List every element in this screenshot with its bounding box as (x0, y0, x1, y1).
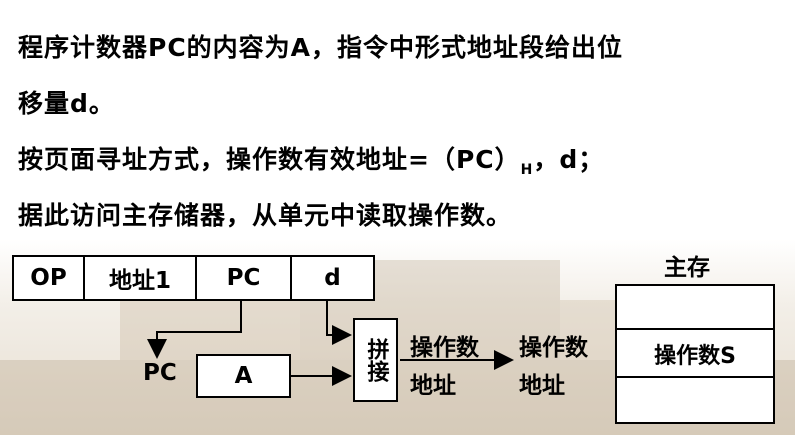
arrow-d-field-to-concat (326, 301, 352, 345)
concat-box: 拼接 (353, 318, 398, 402)
description-line-2: 移量d。 (18, 89, 115, 118)
formula-tail: ，d； (533, 145, 605, 174)
formula-subscript: H (520, 162, 534, 178)
description-line-4: 据此访问主存储器，从单元中读取操作数。 (18, 201, 513, 230)
instruction-field-address1: 地址1 (83, 255, 197, 301)
operand-address-right-line1: 操作数 (519, 335, 588, 361)
operand-address-left-line1: 操作数 (410, 335, 479, 361)
memory-title: 主存 (664, 255, 710, 281)
memory-cell-bottom (615, 376, 775, 424)
description-line-1: 程序计数器PC的内容为A，指令中形式地址段给出位 (18, 33, 624, 62)
memory-cell-operand: 操作数S (615, 328, 775, 378)
description-line-3: 按页面寻址方式，操作数有效地址=（PC）H，d； (18, 140, 604, 178)
instruction-field-op: OP (12, 255, 85, 301)
formula-main: 按页面寻址方式，操作数有效地址=（PC） (18, 145, 521, 174)
arrow-pc-field-to-pc-label (147, 301, 242, 359)
instruction-field-pc: PC (195, 255, 292, 301)
register-a: A (196, 354, 291, 398)
pc-label: PC (143, 360, 177, 386)
operand-address-right-line2: 地址 (519, 373, 565, 399)
instruction-field-d: d (290, 255, 375, 301)
memory-cell-top (615, 284, 775, 330)
operand-address-left-line2: 地址 (410, 373, 456, 399)
